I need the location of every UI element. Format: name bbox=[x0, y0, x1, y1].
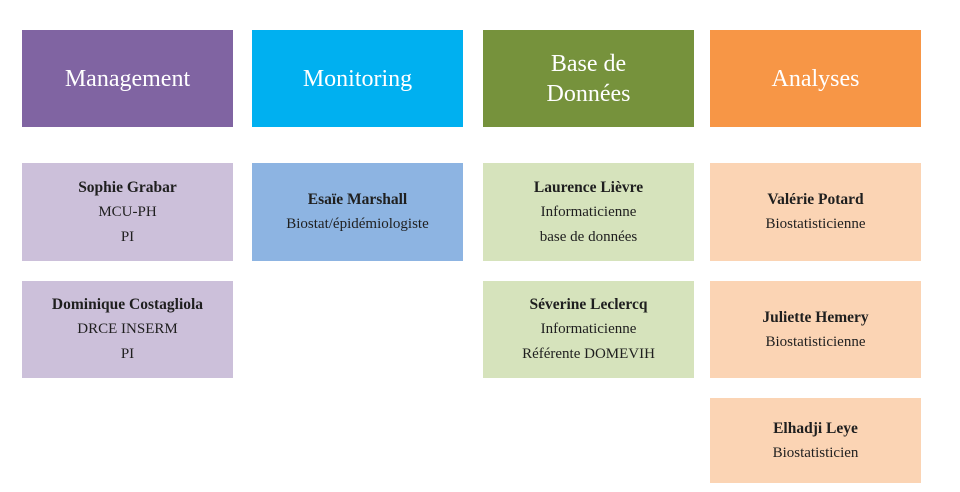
header-monitoring: Monitoring bbox=[252, 30, 463, 127]
person-role: Informaticienne bbox=[540, 321, 637, 337]
card-laurence-lievre: Laurence Lièvre Informaticienne base de … bbox=[483, 163, 694, 261]
person-role: MCU-PH bbox=[98, 203, 157, 220]
card-sophie-grabar: Sophie Grabar MCU-PH PI bbox=[22, 163, 233, 261]
person-role: Informaticienne bbox=[540, 203, 637, 220]
person-role: Biostatisticien bbox=[772, 444, 859, 461]
header-analyses-label: Analyses bbox=[771, 65, 860, 92]
card-severine-leclercq: Séverine Leclercq Informaticienne Référe… bbox=[483, 281, 694, 378]
column-management: Management Sophie Grabar MCU-PH PI Domin… bbox=[22, 0, 233, 492]
person-name: Laurence Lièvre bbox=[533, 178, 644, 196]
card-esaie-marshall: Esaïe Marshall Biostat/épidémiologiste bbox=[252, 163, 463, 261]
header-base-de-donnees: Base de Données bbox=[483, 30, 694, 127]
person-role: PI bbox=[120, 346, 135, 362]
person-role: Référente DOMEVIH bbox=[522, 346, 655, 362]
person-role: Biostatisticienne bbox=[765, 216, 866, 232]
person-name: Séverine Leclercq bbox=[529, 296, 648, 313]
card-juliette-hemery: Juliette Hemery Biostatisticienne bbox=[710, 281, 921, 378]
header-management-label: Management bbox=[64, 65, 191, 92]
person-role: Biostatisticienne bbox=[765, 333, 866, 350]
card-dominique-costagliola: Dominique Costagliola DRCE INSERM PI bbox=[22, 281, 233, 378]
header-analyses: Analyses bbox=[710, 30, 921, 127]
person-name: Juliette Hemery bbox=[762, 308, 869, 326]
header-management: Management bbox=[22, 30, 233, 127]
column-analyses: Analyses Valérie Potard Biostatisticienn… bbox=[710, 0, 921, 492]
card-elhadji-leye: Elhadji Leye Biostatisticien bbox=[710, 398, 921, 483]
card-valerie-potard: Valérie Potard Biostatisticienne bbox=[710, 163, 921, 261]
person-role: PI bbox=[120, 228, 135, 245]
person-name: Esaïe Marshall bbox=[307, 191, 408, 208]
header-monitoring-label: Monitoring bbox=[302, 65, 413, 92]
person-name: Sophie Grabar bbox=[78, 178, 177, 196]
person-name: Dominique Costagliola bbox=[51, 296, 204, 313]
person-role: DRCE INSERM bbox=[77, 321, 178, 337]
column-monitoring: Monitoring Esaïe Marshall Biostat/épidém… bbox=[252, 0, 463, 492]
person-name: Valérie Potard bbox=[767, 191, 864, 208]
person-name: Elhadji Leye bbox=[773, 419, 858, 437]
person-role: base de données bbox=[539, 228, 638, 245]
column-base-de-donnees: Base de Données Laurence Lièvre Informat… bbox=[483, 0, 694, 492]
person-role: Biostat/épidémiologiste bbox=[286, 216, 429, 232]
header-base-de-donnees-label: Base de Données bbox=[546, 50, 631, 107]
